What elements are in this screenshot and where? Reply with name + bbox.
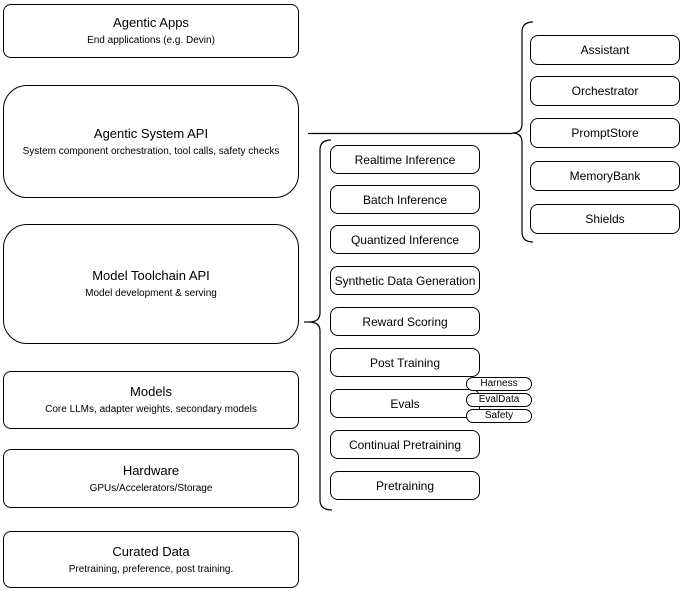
node-agentic-apps: Agentic Apps End applications (e.g. Devi… [3, 4, 299, 58]
node-title: Model Toolchain API [92, 268, 210, 283]
service-label: Pretraining [375, 478, 435, 493]
node-model-toolchain-api: Model Toolchain API Model development & … [3, 224, 299, 344]
component-label: Assistant [580, 43, 630, 57]
service-label: Batch Inference [362, 192, 448, 207]
node-title: Agentic System API [93, 125, 209, 141]
pill-label: Safety [484, 410, 514, 421]
node-agentic-system-api: Agentic System API System component orch… [3, 85, 299, 198]
service-label: Continual Pretraining [348, 437, 462, 452]
node-subtitle: Core LLMs, adapter weights, secondary mo… [45, 404, 257, 415]
component-memorybank: MemoryBank [530, 161, 680, 191]
eval-pill-harness: Harness [466, 377, 532, 391]
node-hardware: Hardware GPUs/Accelerators/Storage [3, 449, 299, 508]
service-synthetic-data-generation: Synthetic Data Generation [330, 266, 480, 295]
component-label: Orchestrator [571, 84, 639, 98]
eval-pill-evaldata: EvalData [466, 393, 532, 407]
component-promptstore: PromptStore [530, 118, 680, 148]
pill-label: Harness [480, 378, 518, 389]
service-evals: Evals [330, 389, 480, 418]
node-models: Models Core LLMs, adapter weights, secon… [3, 371, 299, 429]
node-subtitle: Pretraining, preference, post training. [68, 563, 234, 575]
node-subtitle: Model development & serving [85, 288, 217, 299]
service-label: Quantized Inference [350, 232, 460, 247]
service-batch-inference: Batch Inference [330, 185, 480, 214]
toolchain-brace [308, 139, 333, 511]
service-pretraining: Pretraining [330, 471, 480, 500]
component-assistant: Assistant [530, 35, 680, 65]
service-label: Realtime Inference [354, 152, 456, 167]
component-label: Shields [585, 212, 625, 226]
service-reward-scoring: Reward Scoring [330, 307, 480, 336]
node-subtitle: End applications (e.g. Devin) [87, 35, 215, 46]
service-label: Post Training [369, 355, 441, 370]
service-label: Synthetic Data Generation [334, 273, 476, 288]
node-title: Curated Data [112, 543, 190, 559]
component-label: PromptStore [571, 126, 639, 140]
component-shields: Shields [530, 204, 680, 234]
service-realtime-inference: Realtime Inference [330, 145, 480, 174]
node-curated-data: Curated Data Pretraining, preference, po… [3, 531, 299, 588]
system-brace [511, 21, 534, 243]
service-continual-pretraining: Continual Pretraining [330, 430, 480, 459]
service-label: Reward Scoring [362, 314, 448, 329]
node-subtitle: GPUs/Accelerators/Storage [89, 482, 213, 494]
node-title: Hardware [122, 462, 180, 478]
pill-label: EvalData [478, 394, 520, 405]
service-quantized-inference: Quantized Inference [330, 225, 480, 254]
eval-pill-safety: Safety [466, 409, 532, 423]
node-title: Models [130, 384, 172, 399]
service-label: Evals [390, 396, 420, 411]
component-label: MemoryBank [569, 169, 641, 183]
node-subtitle: System component orchestration, tool cal… [22, 145, 280, 157]
node-title: Agentic Apps [113, 15, 189, 30]
component-orchestrator: Orchestrator [530, 76, 680, 106]
service-post-training: Post Training [330, 348, 480, 377]
